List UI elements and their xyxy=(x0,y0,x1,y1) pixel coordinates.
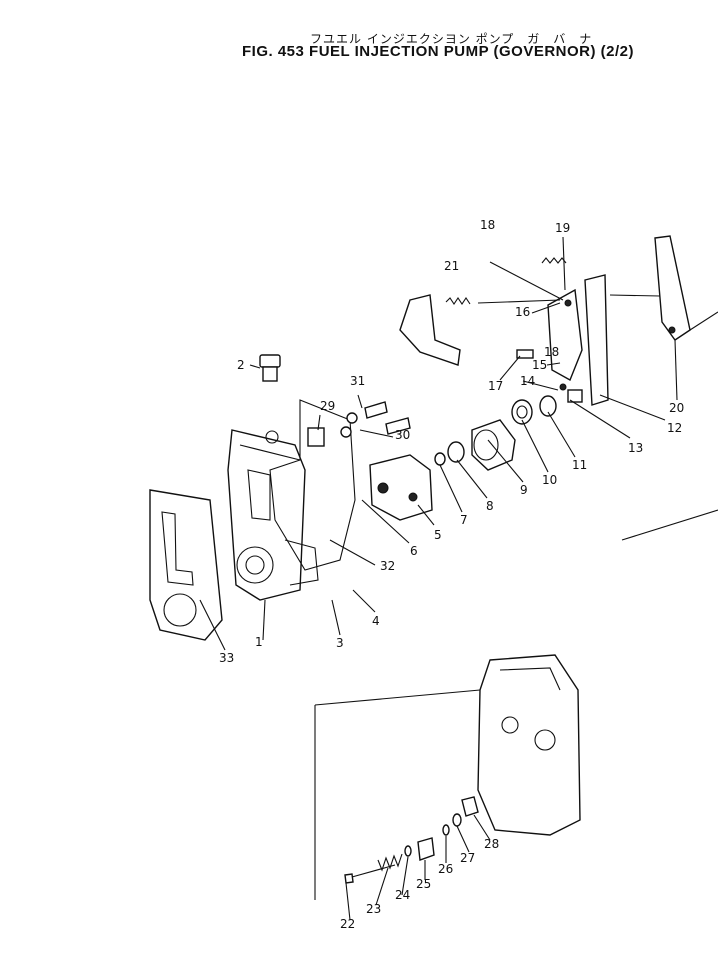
callout-8: 8 xyxy=(486,499,494,513)
callout-27: 27 xyxy=(460,851,475,865)
callout-11: 11 xyxy=(572,458,587,472)
callout-18: 18 xyxy=(480,218,495,232)
bracket xyxy=(307,427,325,447)
callout-22: 22 xyxy=(340,917,355,931)
figure-title: FIG. 453 FUEL INJECTION PUMP (GOVERNOR) … xyxy=(242,43,635,60)
callout-2: 2 xyxy=(237,358,245,372)
callout-31: 31 xyxy=(350,374,365,388)
plug-bolt xyxy=(259,354,281,382)
callout-10: 10 xyxy=(542,473,557,487)
screws xyxy=(340,401,411,438)
callout-33: 33 xyxy=(219,651,234,665)
shaft-lever xyxy=(399,294,471,366)
sleeve-and-bearing-parts xyxy=(434,395,557,471)
gasket-plate xyxy=(149,489,223,641)
callout-7: 7 xyxy=(460,513,468,527)
callout-28: 28 xyxy=(484,837,499,851)
cover-gasket xyxy=(269,399,356,571)
callout-23: 23 xyxy=(366,902,381,916)
callout-21: 21 xyxy=(444,259,459,273)
callout-3: 3 xyxy=(336,636,344,650)
callout-15: 15 xyxy=(532,358,547,372)
callout-19: 19 xyxy=(555,221,570,235)
adjusting-screw-parts xyxy=(344,796,479,884)
callout-32: 32 xyxy=(380,559,395,573)
callout-20: 20 xyxy=(669,401,684,415)
callout-18b: 18 xyxy=(544,345,559,359)
lever-assembly xyxy=(516,257,609,406)
flyweight-assembly xyxy=(369,454,433,521)
callout-24: 24 xyxy=(395,888,410,902)
callout-5: 5 xyxy=(434,528,442,542)
callout-6: 6 xyxy=(410,544,418,558)
callout-13: 13 xyxy=(628,441,643,455)
callout-1: 1 xyxy=(255,635,263,649)
callout-labels: 1 2 3 4 5 6 7 8 9 10 11 12 13 14 15 16 1… xyxy=(219,218,684,931)
callout-25: 25 xyxy=(416,877,431,891)
callout-9: 9 xyxy=(520,483,528,497)
figure-title-japanese: フユエル インジエクシヨン ポンプ ガ バ ナ xyxy=(310,32,593,46)
callout-26: 26 xyxy=(438,862,453,876)
governor-housing xyxy=(227,429,319,601)
callout-16: 16 xyxy=(515,305,530,319)
figure-header: フユエル インジエクシヨン ポンプ ガ バ ナ FIG. 453 FUEL IN… xyxy=(0,0,718,70)
callout-17: 17 xyxy=(488,379,503,393)
control-lever xyxy=(654,235,691,341)
callout-leaders xyxy=(199,236,678,921)
pump-body xyxy=(477,654,581,836)
leader-frame-lines xyxy=(314,311,718,900)
callout-4: 4 xyxy=(372,614,380,628)
callout-29: 29 xyxy=(320,399,335,413)
callout-14: 14 xyxy=(520,374,535,388)
callout-12: 12 xyxy=(667,421,682,435)
callout-30: 30 xyxy=(395,428,410,442)
